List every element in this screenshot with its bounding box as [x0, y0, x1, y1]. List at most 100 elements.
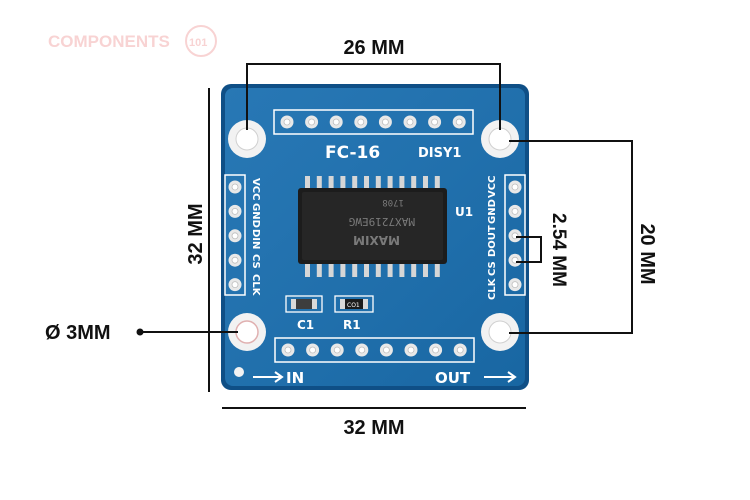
output-header-pad	[508, 278, 522, 292]
ic-chip: 1708 MAX7219EWG MAXIM	[298, 176, 447, 277]
ic-pin	[434, 264, 440, 277]
ic-pin	[399, 264, 405, 277]
bottom-header-pad	[306, 343, 320, 357]
ic-pin	[352, 264, 358, 277]
ic-pin	[399, 176, 405, 189]
dimension-hole-vertical-spacing-label: 20 MM	[636, 223, 658, 284]
dimension-board-height: 32 MM	[185, 88, 210, 392]
input-header-pad	[228, 204, 242, 218]
dimension-hole-diameter-dot	[136, 328, 144, 336]
board-model: FC-16	[325, 143, 380, 163]
dimension-pin-pitch: 2.54 MM	[516, 213, 569, 287]
capacitor-ref: C1	[297, 318, 314, 332]
top-header-pad	[305, 115, 319, 129]
ic-ref: U1	[455, 205, 473, 219]
watermark: COMPONENTS 101	[48, 25, 217, 57]
input-pin-labels: VCC GND DIN CS CLK	[250, 178, 261, 297]
right-header-outline	[504, 174, 526, 296]
dimension-hole-spacing: 26 MM	[246, 37, 501, 130]
bottom-header-outline	[274, 337, 475, 363]
bottom-header-pad	[453, 343, 467, 357]
dimension-hole-vertical-spacing: 20 MM	[509, 140, 658, 334]
ic-pin	[316, 176, 322, 189]
bottom-header-pad	[379, 343, 393, 357]
top-header-pad	[452, 115, 466, 129]
ic-pins	[305, 176, 440, 277]
output-pin-label: CS	[487, 261, 498, 276]
dimension-board-height-label: 32 MM	[185, 203, 207, 264]
input-header-pad	[228, 180, 242, 194]
ic-pin	[423, 176, 428, 189]
resistor-code: CO1	[347, 302, 360, 309]
ic-pin	[328, 176, 334, 189]
top-header-pad	[403, 115, 417, 129]
resistor-ref: R1	[343, 318, 361, 332]
ic-pin	[364, 176, 369, 189]
output-pin-label: DOUT	[487, 225, 498, 257]
input-pin-label: GND	[250, 203, 261, 228]
output-header-pad	[508, 204, 522, 218]
top-header-pad	[280, 115, 294, 129]
ic-pin	[364, 264, 369, 277]
input-header-pad	[228, 253, 242, 267]
pcb-board: 1708 MAX7219EWG MAXIM FC-16 DISY1 U1 VCC…	[221, 84, 529, 390]
input-label: IN	[286, 369, 304, 387]
watermark-text: COMPONENTS	[48, 32, 170, 51]
input-pin-label: CLK	[250, 274, 261, 297]
ic-pin	[352, 176, 358, 189]
resistor-r1: CO1	[334, 295, 374, 313]
ic-pin	[411, 264, 417, 277]
input-pin-label: CS	[250, 254, 261, 269]
input-pin-label: VCC	[250, 178, 261, 200]
dimension-hole-diameter-label: Ø 3MM	[45, 322, 111, 344]
capacitor-c1	[285, 295, 323, 313]
ic-pin	[340, 264, 346, 277]
top-header-pad	[378, 115, 392, 129]
output-pin-label: VCC	[487, 176, 498, 198]
mounting-holes	[228, 120, 519, 377]
dimension-hole-diameter: Ø 3MM	[45, 322, 238, 344]
ic-pin	[387, 176, 393, 189]
output-arrow	[484, 371, 517, 383]
output-pin-label: GND	[487, 199, 498, 224]
bottom-header-pad	[404, 343, 418, 357]
top-header-pad	[354, 115, 368, 129]
input-header-pad	[228, 229, 242, 243]
header-pads	[228, 115, 522, 357]
input-pin-label: DIN	[250, 229, 261, 249]
ic-date: 1708	[382, 197, 404, 207]
dimension-pin-pitch-label: 2.54 MM	[548, 213, 569, 287]
ic-pin	[411, 176, 417, 189]
ic-pin	[305, 176, 310, 189]
board-label: DISY1	[418, 146, 461, 161]
input-arrow	[253, 371, 284, 383]
output-header-pad	[508, 229, 522, 243]
bottom-header-pad	[355, 343, 369, 357]
dimension-hole-spacing-label: 26 MM	[343, 37, 404, 59]
watermark-badge	[185, 25, 217, 57]
bottom-header-pad	[330, 343, 344, 357]
dimension-board-width: 32 MM	[222, 407, 526, 439]
ic-pin	[375, 264, 381, 277]
output-pin-label: CLK	[487, 277, 498, 300]
top-header-pad	[329, 115, 343, 129]
watermark-superscript: 101	[189, 37, 207, 49]
output-pin-labels: VCC GND DOUT CS CLK	[487, 176, 498, 300]
ic-pin	[423, 264, 428, 277]
ic-pin	[305, 264, 310, 277]
bottom-header-pad	[429, 343, 443, 357]
top-header-pad	[428, 115, 442, 129]
via-hole	[234, 367, 244, 377]
output-header-pad	[508, 253, 522, 267]
ic-pin	[328, 264, 334, 277]
ic-pin	[316, 264, 322, 277]
input-header-pad	[228, 278, 242, 292]
output-label: OUT	[435, 369, 471, 387]
ic-pin	[375, 176, 381, 189]
ic-pin	[340, 176, 346, 189]
left-header-outline	[224, 174, 246, 296]
top-header-outline	[273, 109, 474, 135]
output-header-pad	[508, 180, 522, 194]
ic-pin	[434, 176, 440, 189]
